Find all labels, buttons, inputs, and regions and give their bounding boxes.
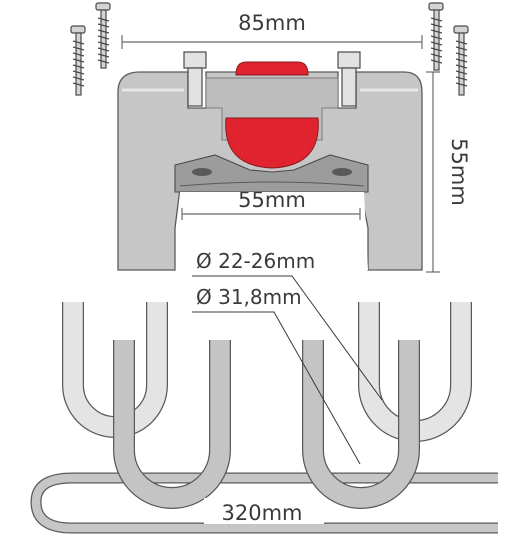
label-clamp-width: 55mm xyxy=(238,188,306,212)
screw-top-right xyxy=(428,2,444,71)
dimension-55mm-inner xyxy=(181,208,361,220)
label-diameter-large: Ø 31,8mm xyxy=(196,285,302,309)
label-diameter-small: Ø 22-26mm xyxy=(196,249,315,273)
bolt-left xyxy=(183,51,207,107)
screw-left xyxy=(70,25,86,96)
release-tab-top xyxy=(235,61,309,76)
mount-body xyxy=(117,51,423,271)
u-bolt-large-left xyxy=(113,340,231,509)
screw-right xyxy=(453,25,469,96)
bolt-right xyxy=(337,51,361,107)
u-bolt-large-right xyxy=(302,340,420,509)
label-mount-width: 85mm xyxy=(238,11,306,35)
label-mount-height: 55mm xyxy=(447,138,471,206)
dimension-85mm xyxy=(121,35,423,49)
diameter-leaders xyxy=(192,275,383,465)
release-button xyxy=(225,117,319,169)
label-cable-length: 320mm xyxy=(222,501,303,525)
cable-label-bg xyxy=(204,498,324,524)
screw-top-left xyxy=(95,2,111,69)
dimension-55mm-vertical xyxy=(426,71,440,273)
